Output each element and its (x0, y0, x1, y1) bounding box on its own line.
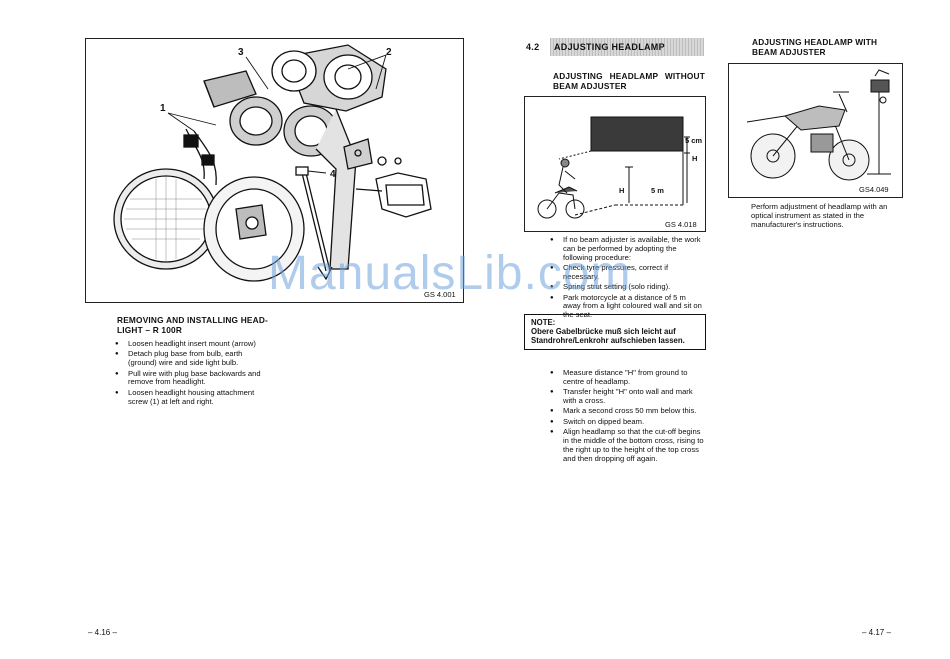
label-H-right: H (692, 154, 697, 163)
left-bullet-list: Loosen headlight insert mount (arrow) De… (115, 339, 270, 408)
list-item: Spring strut setting (solo riding). (550, 282, 704, 292)
figure1-code: GS 4.018 (665, 220, 697, 229)
left-section-title: REMOVING AND INSTALLING HEAD-LIGHT – R 1… (117, 315, 268, 335)
label-5cm: 5 cm (685, 136, 702, 145)
list-item: Transfer height "H" onto wall and mark w… (550, 387, 704, 406)
list-item: Switch on dipped beam. (550, 417, 704, 427)
left-page-number: – 4.16 – (88, 628, 117, 637)
headlight-exploded-figure: 1 2 3 4 GS 4.001 (85, 38, 464, 303)
wall-alignment-drawing: 5 cm H H 5 m GS 4.018 (537, 116, 702, 229)
callout-4: 4 (330, 169, 336, 180)
watermark-logo: ManualsLib.com (268, 247, 632, 300)
list-item: Pull wire with plug base backwards and r… (115, 369, 270, 388)
callout-1: 1 (160, 103, 166, 114)
col2-title: ADJUSTING HEADLAMP WITH BEAM ADJUSTER (752, 37, 878, 57)
bullets-a: If no beam adjuster is available, the wo… (550, 235, 704, 322)
section-number: 4.2 (526, 42, 540, 52)
right-page-number: – 4.17 – (862, 628, 891, 637)
list-item: Mark a second cross 50 mm below this. (550, 407, 704, 416)
bullets-b: Measure distance "H" from ground to cent… (550, 368, 704, 465)
beam-adjuster-figure: GS4.049 (728, 63, 903, 198)
callout-3: 3 (238, 47, 244, 58)
wall-alignment-figure: 5 cm H H 5 m GS 4.018 (524, 96, 706, 232)
list-item: Loosen headlight insert mount (arrow) (115, 339, 270, 349)
headlight-drawing: 1 2 3 4 GS 4.001 (113, 44, 456, 299)
note-title: NOTE: (531, 318, 556, 327)
section-title: ADJUSTING HEADLAMP (554, 42, 665, 52)
col1-title: ADJUSTING HEADLAMP WITHOUT BEAM ADJUSTER (553, 71, 705, 91)
col2-text: Perform adjustment of headlamp with an o… (751, 202, 888, 229)
list-item: If no beam adjuster is available, the wo… (550, 235, 704, 262)
note-box: NOTE: Obere Gabelbrücke muß sich leicht … (524, 314, 706, 351)
list-item: Detach plug base from bulb, earth (groun… (115, 350, 270, 368)
list-item: Measure distance "H" from ground to cent… (550, 368, 704, 387)
list-item: Check tyre pressures, correct if necessa… (550, 263, 704, 282)
label-5m: 5 m (651, 186, 664, 195)
section-header: 4.2 ADJUSTING HEADLAMP (524, 38, 704, 56)
list-item: Align headlamp so that the cut-off begin… (550, 427, 704, 463)
callout-2: 2 (386, 47, 392, 58)
figure-code: GS 4.001 (424, 290, 456, 299)
beam-adjuster-drawing: GS4.049 (746, 69, 891, 194)
figure2-code: GS4.049 (859, 185, 889, 194)
list-item: Loosen headlight housing attachment scre… (115, 388, 270, 407)
label-H: H (619, 186, 624, 195)
note-text: Obere Gabelbrücke muß sich leicht auf St… (531, 327, 685, 346)
